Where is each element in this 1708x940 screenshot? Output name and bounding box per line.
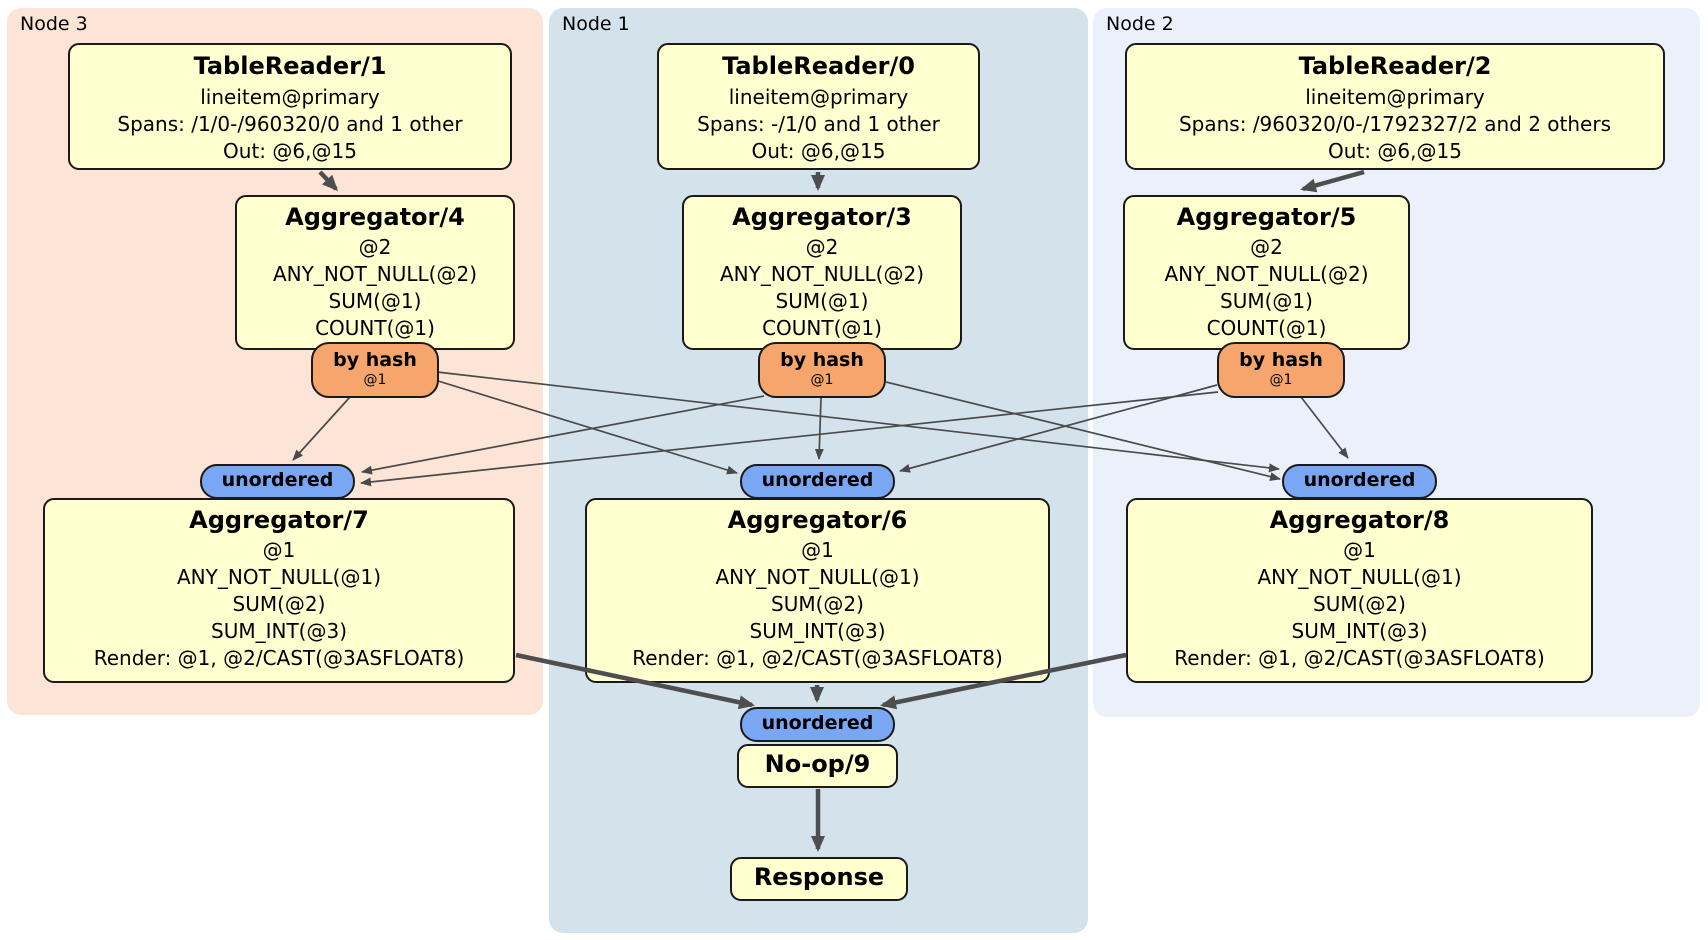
- aggregator-7-title: Aggregator/7: [189, 506, 369, 534]
- unordered-sync-node1-label: unordered: [761, 469, 874, 491]
- tablereader-2-index: lineitem@primary: [1305, 85, 1485, 109]
- node3-label: Node 3: [20, 13, 88, 35]
- tablereader-2-title: TableReader/2: [1298, 52, 1492, 80]
- unordered-sync-node1: unordered: [740, 464, 895, 499]
- hash-router-node1-label: by hash: [780, 349, 864, 371]
- tablereader-2-spans: Spans: /960320/0-/1792327/2 and 2 others: [1178, 112, 1611, 136]
- unordered-sync-node2: unordered: [1282, 464, 1437, 499]
- aggregator-5-fn3: COUNT(@1): [1206, 316, 1327, 340]
- aggregator-7-fn1: ANY_NOT_NULL(@1): [177, 565, 381, 589]
- aggregator-8-fn3: SUM_INT(@3): [1291, 619, 1428, 643]
- unordered-sync-final: unordered: [740, 707, 895, 742]
- hash-router-node3-detail: @1: [363, 372, 387, 388]
- aggregator-5-title: Aggregator/5: [1176, 203, 1357, 231]
- tablereader-1-index: lineitem@primary: [200, 85, 380, 109]
- tablereader-1-out: Out: @6,@15: [223, 139, 357, 163]
- aggregator-8-group: @1: [1343, 538, 1376, 562]
- hash-router-node2: by hash @1: [1217, 342, 1345, 398]
- hash-router-node3: by hash @1: [311, 342, 439, 398]
- aggregator-5-fn2: SUM(@1): [1220, 289, 1313, 313]
- hash-router-node3-label: by hash: [333, 349, 417, 371]
- aggregator-3-group: @2: [805, 235, 839, 259]
- noop-9-title: No-op/9: [764, 750, 871, 778]
- noop-9-box: No-op/9: [737, 744, 898, 788]
- tablereader-1-spans: Spans: /1/0-/960320/0 and 1 other: [117, 112, 463, 136]
- tablereader-1-title: TableReader/1: [193, 52, 387, 80]
- aggregator-7-fn3: SUM_INT(@3): [211, 619, 347, 643]
- aggregator-4-fn1: ANY_NOT_NULL(@2): [273, 262, 477, 286]
- aggregator-6-box: Aggregator/6 @1 ANY_NOT_NULL(@1) SUM(@2)…: [585, 498, 1050, 683]
- aggregator-3-box: Aggregator/3 @2 ANY_NOT_NULL(@2) SUM(@1)…: [682, 195, 962, 350]
- unordered-sync-node3: unordered: [200, 464, 355, 499]
- aggregator-6-group: @1: [801, 538, 834, 562]
- tablereader-2-box: TableReader/2 lineitem@primary Spans: /9…: [1125, 43, 1665, 170]
- aggregator-5-box: Aggregator/5 @2 ANY_NOT_NULL(@2) SUM(@1)…: [1123, 195, 1410, 350]
- tablereader-0-spans: Spans: -/1/0 and 1 other: [697, 112, 940, 136]
- tablereader-0-out: Out: @6,@15: [751, 139, 886, 163]
- aggregator-6-fn3: SUM_INT(@3): [749, 619, 886, 643]
- aggregator-4-fn2: SUM(@1): [328, 289, 422, 313]
- tablereader-0-title: TableReader/0: [722, 52, 915, 80]
- aggregator-5-group: @2: [1250, 235, 1283, 259]
- aggregator-8-fn2: SUM(@2): [1313, 592, 1406, 616]
- aggregator-5-fn1: ANY_NOT_NULL(@2): [1164, 262, 1369, 286]
- tablereader-0-index: lineitem@primary: [728, 85, 909, 109]
- response-box: Response: [730, 857, 908, 901]
- aggregator-6-title: Aggregator/6: [727, 506, 908, 534]
- hash-router-node2-label: by hash: [1239, 349, 1323, 371]
- aggregator-4-box: Aggregator/4 @2 ANY_NOT_NULL(@2) SUM(@1)…: [235, 195, 515, 350]
- aggregator-6-render: Render: @1, @2/CAST(@3ASFLOAT8): [632, 646, 1003, 670]
- tablereader-0-box: TableReader/0 lineitem@primary Spans: -/…: [657, 43, 980, 170]
- aggregator-3-fn3: COUNT(@1): [762, 316, 882, 340]
- aggregator-6-fn1: ANY_NOT_NULL(@1): [715, 565, 920, 589]
- aggregator-7-fn2: SUM(@2): [232, 592, 326, 616]
- unordered-sync-final-label: unordered: [761, 712, 874, 734]
- hash-router-node1-detail: @1: [810, 372, 834, 388]
- aggregator-4-fn3: COUNT(@1): [315, 316, 435, 340]
- aggregator-4-title: Aggregator/4: [285, 203, 465, 231]
- aggregator-6-fn2: SUM(@2): [771, 592, 864, 616]
- aggregator-3-title: Aggregator/3: [732, 203, 912, 231]
- unordered-sync-node3-label: unordered: [221, 469, 334, 491]
- aggregator-7-render: Render: @1, @2/CAST(@3ASFLOAT8): [93, 646, 465, 670]
- hash-router-node2-detail: @1: [1269, 372, 1293, 388]
- aggregator-8-render: Render: @1, @2/CAST(@3ASFLOAT8): [1174, 646, 1545, 670]
- aggregator-7-group: @1: [262, 538, 296, 562]
- aggregator-7-box: Aggregator/7 @1 ANY_NOT_NULL(@1) SUM(@2)…: [43, 498, 515, 683]
- aggregator-3-fn2: SUM(@1): [775, 289, 869, 313]
- aggregator-3-fn1: ANY_NOT_NULL(@2): [720, 262, 924, 286]
- node1-label: Node 1: [562, 13, 630, 35]
- unordered-sync-node2-label: unordered: [1303, 469, 1416, 491]
- aggregator-8-title: Aggregator/8: [1269, 506, 1450, 534]
- tablereader-1-box: TableReader/1 lineitem@primary Spans: /1…: [68, 43, 512, 170]
- aggregator-4-group: @2: [358, 235, 392, 259]
- node2-label: Node 2: [1106, 13, 1174, 35]
- hash-router-node1: by hash @1: [758, 342, 886, 398]
- tablereader-2-out: Out: @6,@15: [1328, 139, 1462, 163]
- aggregator-8-fn1: ANY_NOT_NULL(@1): [1257, 565, 1462, 589]
- aggregator-8-box: Aggregator/8 @1 ANY_NOT_NULL(@1) SUM(@2)…: [1126, 498, 1593, 683]
- response-title: Response: [753, 863, 885, 891]
